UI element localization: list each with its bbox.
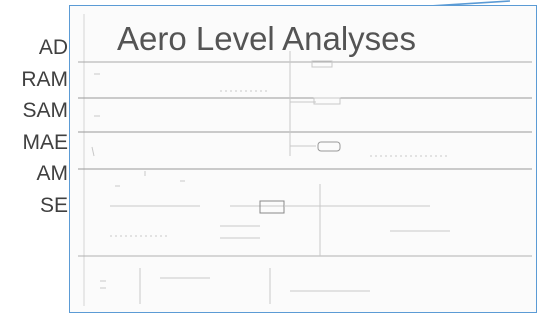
level-label-ad: AD: [38, 36, 68, 59]
level-labels: AD RAM SAM MAE AM SE: [0, 32, 68, 221]
schematic-sketch: [78, 14, 532, 306]
level-label-ram: RAM: [21, 67, 68, 91]
level-label-sam: SAM: [22, 99, 68, 122]
level-label-mae: MAE: [22, 130, 68, 154]
analysis-diagram-panel: Aero Level Analyses: [69, 5, 537, 313]
level-label-se: SE: [39, 193, 68, 217]
diagram-title: Aero Level Analyses: [117, 20, 417, 57]
level-label-am: AM: [36, 162, 69, 185]
